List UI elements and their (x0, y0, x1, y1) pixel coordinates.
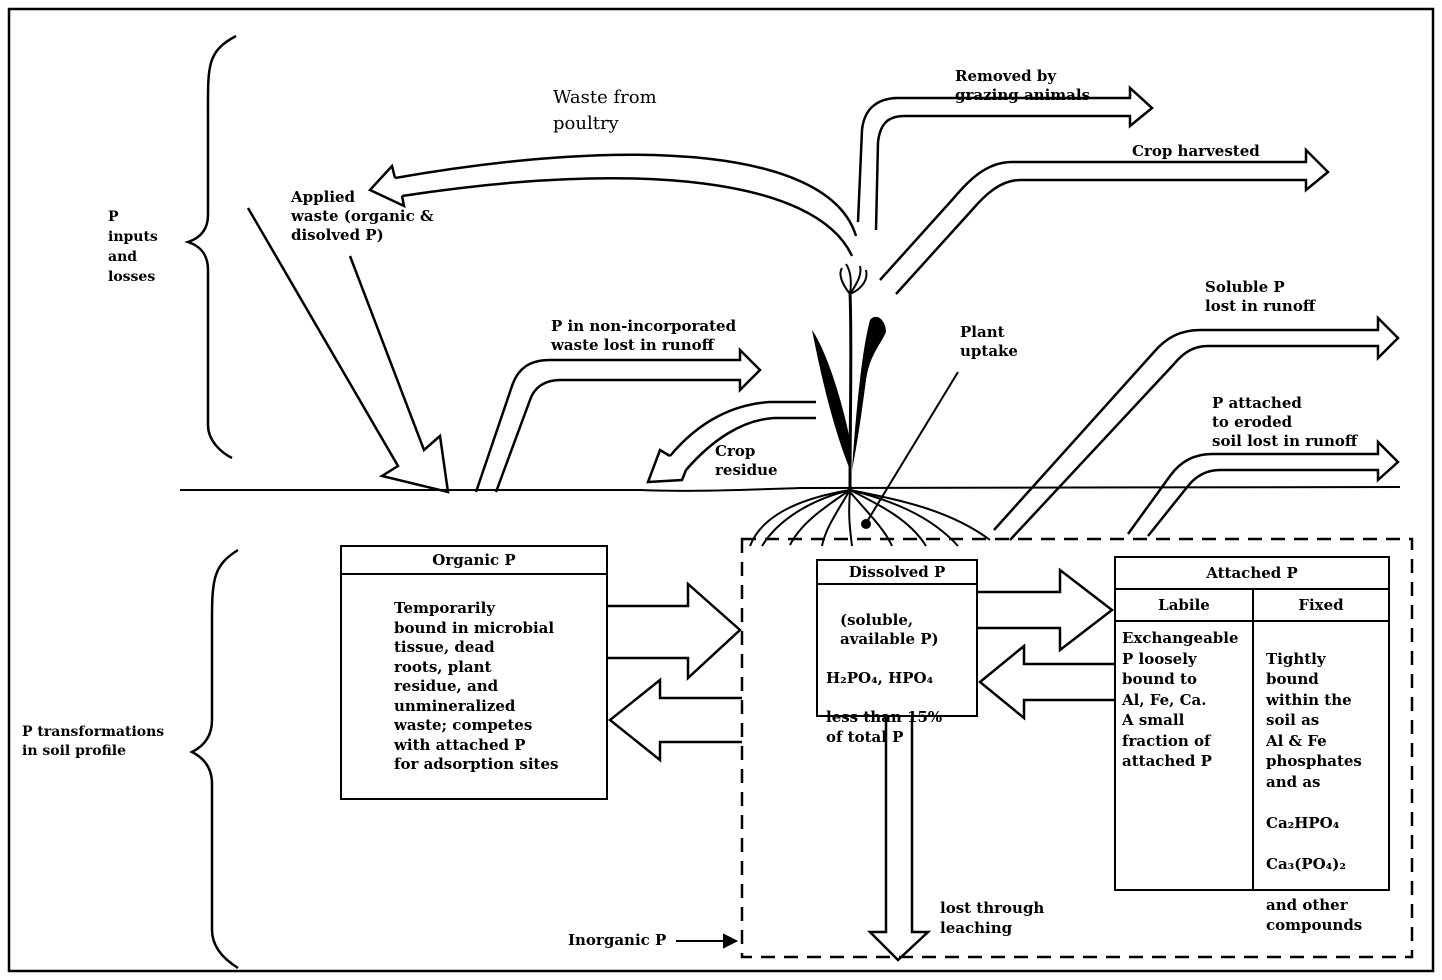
soluble-runoff-arrow (993, 314, 1400, 541)
label-p-inputs-losses: P inputs and losses (108, 209, 158, 285)
inorganic-pointer-arrow (676, 933, 739, 949)
dissolved-to-attached-arrow (978, 567, 1115, 653)
attached-p-box: Attached P Labile Exchangeable P loosely… (1114, 556, 1390, 934)
organic-p-body: Temporarily bound in microbial tissue, d… (394, 599, 559, 773)
labile-column: Labile Exchangeable P loosely bound to A… (1116, 590, 1254, 891)
waste-poultry-arrow (367, 153, 858, 257)
label-soluble-runoff: Soluble P lost in runoff (1205, 278, 1316, 315)
fixed-title: Fixed (1254, 590, 1388, 622)
fixed-desc: Tightly bound within the soil as Al & Fe… (1266, 649, 1362, 791)
attached-to-dissolved-arrow (978, 643, 1114, 721)
labile-title: Labile (1116, 590, 1252, 622)
dissolved-p-box: Dissolved P (soluble, available P) H₂PO₄… (816, 559, 978, 746)
outer-frame (7, 7, 1435, 973)
label-waste-from-poultry: Waste from poultry (553, 87, 657, 134)
plant-uptake-line (867, 371, 959, 521)
inorganic-boundary (740, 537, 1414, 959)
dissolved-p-title: Dissolved P (818, 561, 976, 585)
organic-p-box: Organic P Temporarily bound in microbial… (340, 545, 608, 800)
label-attached-runoff: P attached to eroded soil lost in runoff (1212, 394, 1358, 450)
ground-line (180, 486, 1401, 492)
label-crop-residue: Crop residue (715, 442, 778, 479)
crop-residue-arrow (646, 400, 816, 484)
roots-mound (749, 488, 991, 547)
fixed-chem-2: Ca₃(PO₄)₂ (1266, 854, 1346, 873)
dissolved-p-desc: (soluble, available P) (840, 610, 939, 649)
dissolved-to-organic-arrow (607, 677, 742, 763)
attached-p-columns: Labile Exchangeable P loosely bound to A… (1116, 590, 1388, 934)
label-applied-waste: Applied waste (organic & disolved P) (291, 188, 434, 244)
applied-waste-arrow (246, 207, 450, 494)
fixed-column: Fixed Tightly bound within the soil as A… (1254, 590, 1388, 934)
label-p-transformations: P transformations in soil profile (22, 724, 165, 759)
attached-runoff-arrow (1126, 438, 1400, 537)
fixed-chem-1: Ca₂HPO₄ (1266, 813, 1340, 832)
label-inorganic-p: Inorganic P (568, 931, 667, 949)
grazing-arrow (856, 85, 1154, 231)
dissolved-p-body: (soluble, available P) H₂PO₄, HPO₄ less … (818, 585, 976, 773)
plant-icon (812, 263, 886, 529)
label-crop-harvested: Crop harvested (1132, 142, 1260, 160)
organic-to-dissolved-arrow (608, 581, 742, 681)
labile-body: Exchangeable P loosely bound to Al, Fe, … (1122, 629, 1239, 770)
label-removed-grazing: Removed by grazing animals (955, 67, 1090, 104)
brace-inputs-losses (184, 34, 237, 460)
dissolved-p-percent: less than 15% of total P (826, 708, 943, 746)
noninc-runoff-arrow (474, 346, 762, 493)
organic-p-title: Organic P (342, 547, 606, 575)
crop-harvested-arrow (879, 146, 1330, 295)
label-lost-leaching: lost through leaching (940, 899, 1045, 937)
fixed-body: Tightly bound within the soil as Al & Fe… (1254, 622, 1388, 956)
label-noninc-runoff: P in non-incorporated waste lost in runo… (551, 317, 737, 354)
dissolved-p-chem: H₂PO₄, HPO₄ (826, 669, 934, 687)
label-plant-uptake: Plant uptake (960, 323, 1018, 360)
leaching-arrow (866, 718, 932, 962)
brace-soil-profile (189, 548, 239, 970)
attached-p-title: Attached P (1116, 558, 1388, 590)
fixed-other: and other compounds (1266, 895, 1363, 935)
